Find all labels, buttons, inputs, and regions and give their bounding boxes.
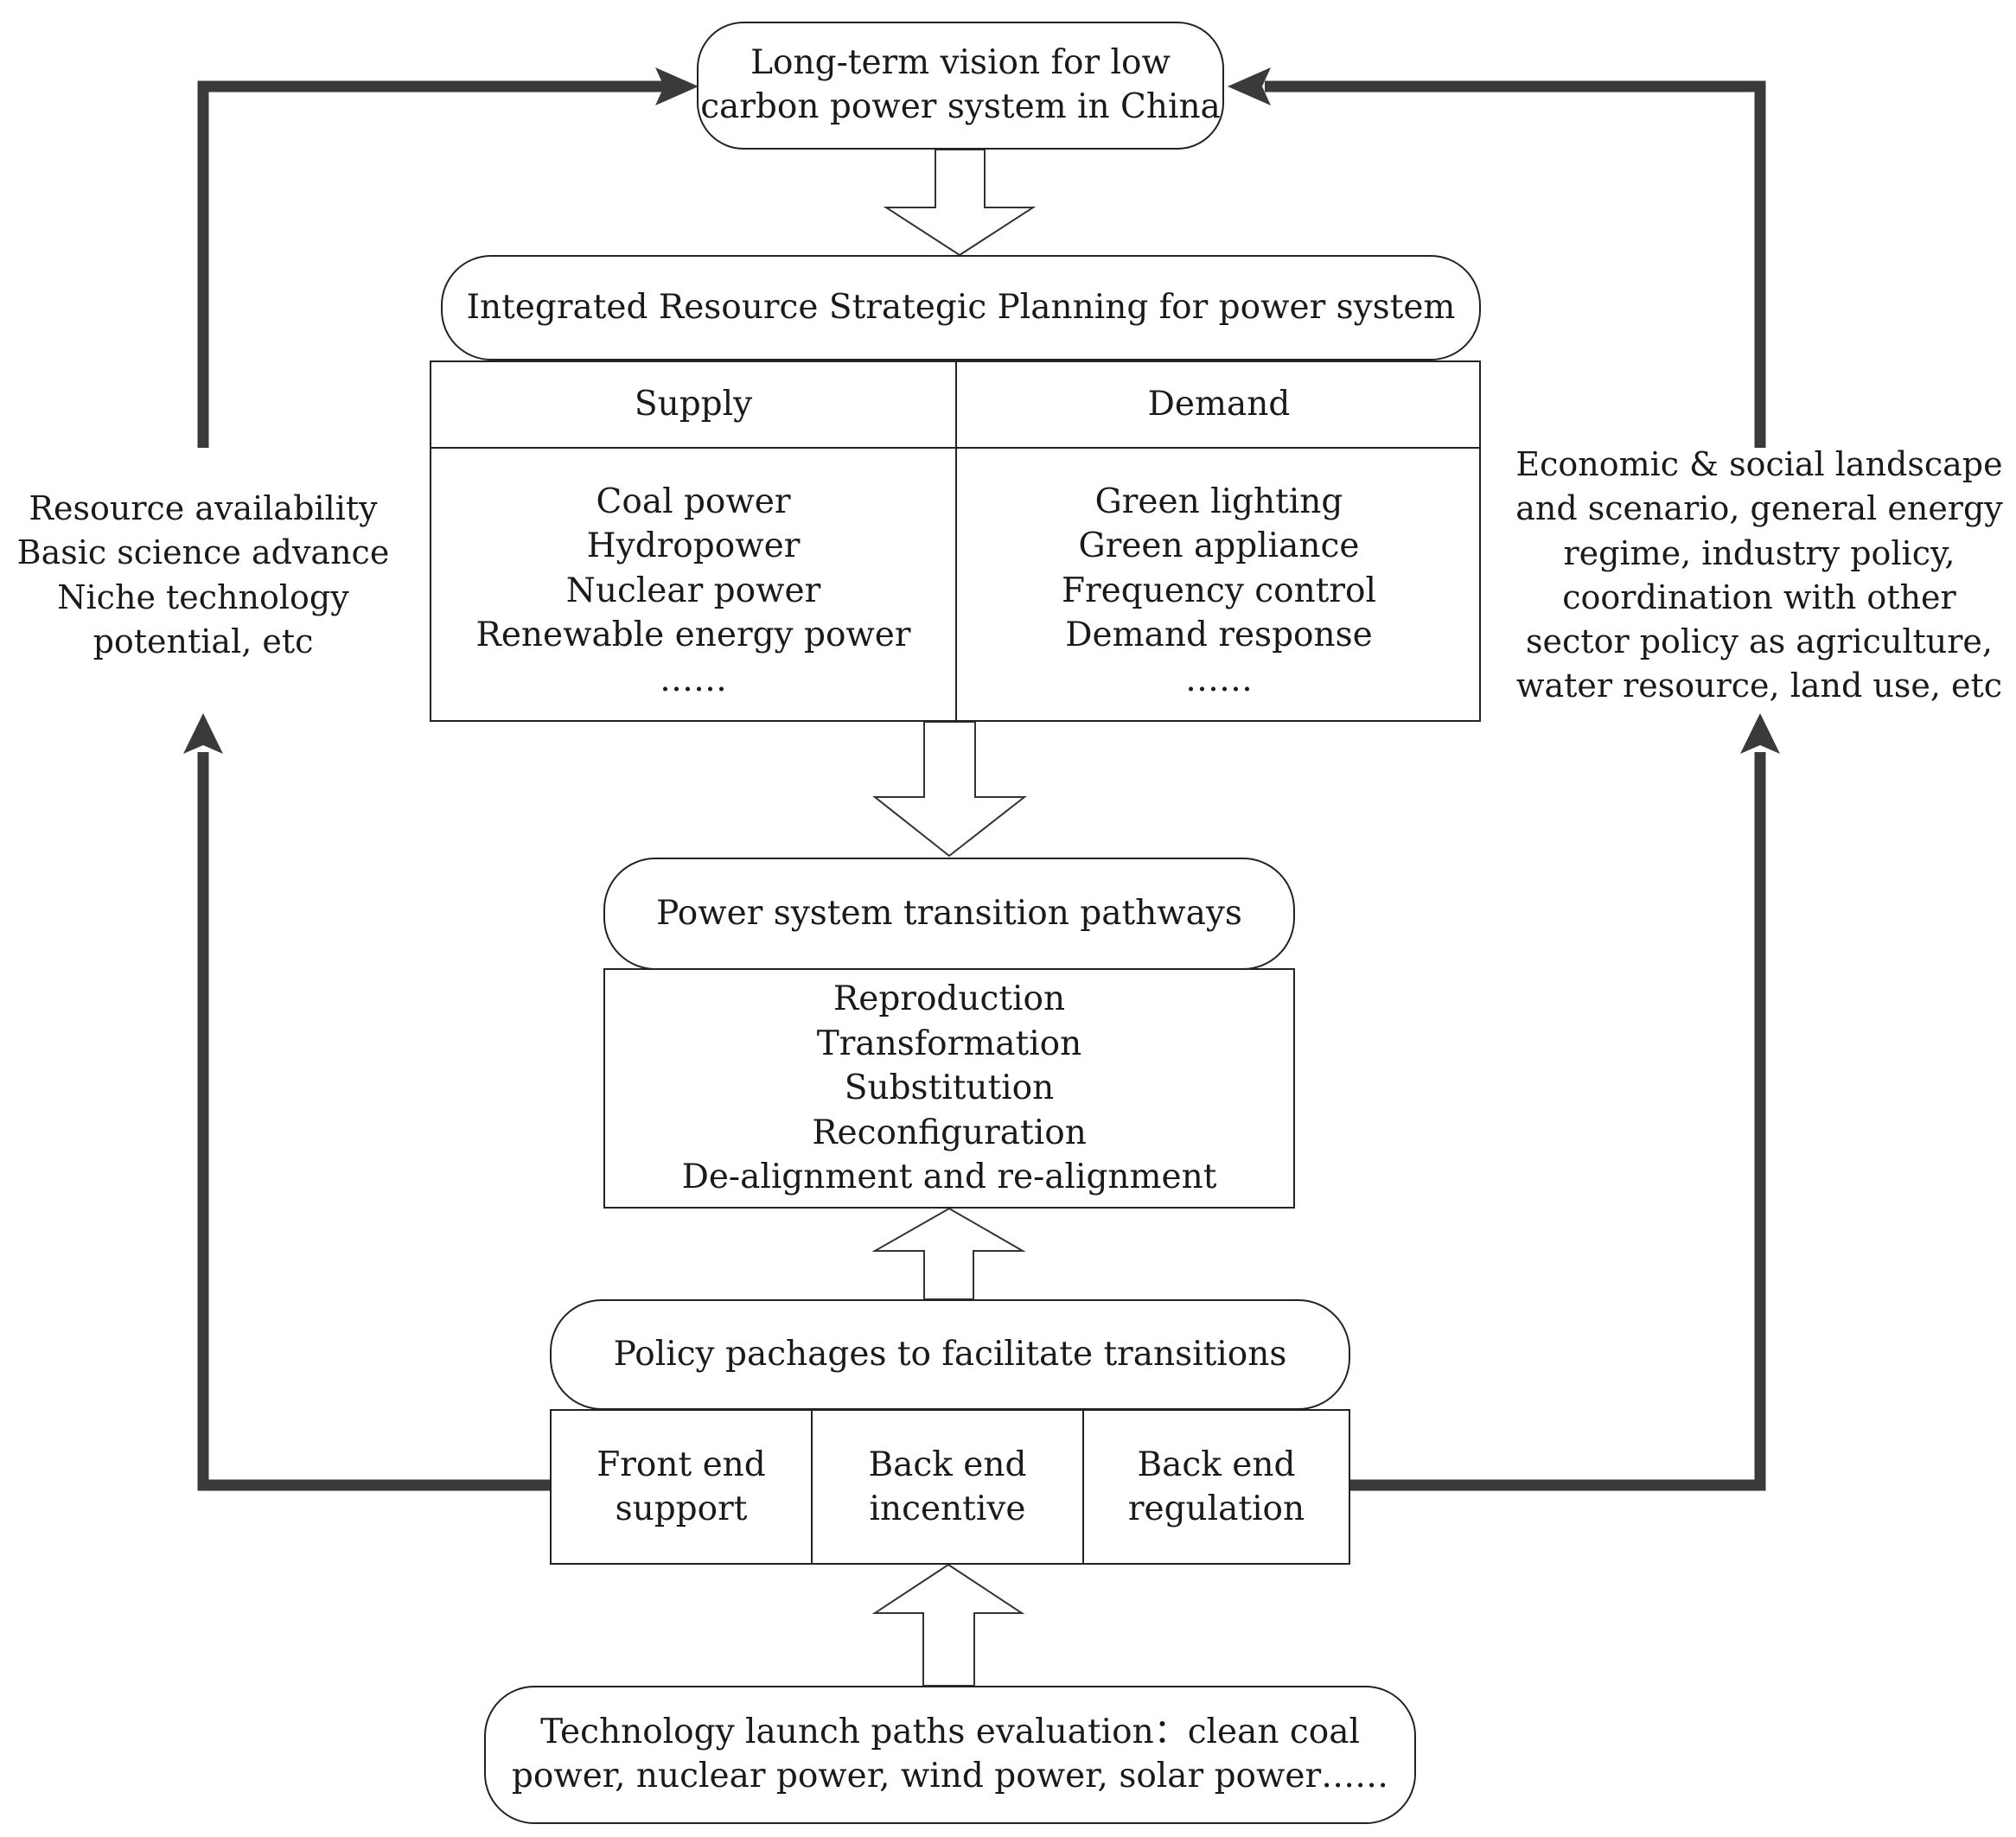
demand-header: Demand: [957, 362, 1481, 447]
pathway-item: Reproduction: [833, 979, 1066, 1019]
demand-item: ……: [1185, 660, 1253, 699]
left-factor-line: potential, etc: [93, 622, 314, 660]
supply-item: Coal power: [596, 482, 791, 521]
demand-item: Green appliance: [1078, 526, 1360, 566]
policy-cell-line: Back end: [868, 1445, 1027, 1484]
supply-item: Nuclear power: [565, 571, 821, 610]
irsp-title-node: Integrated Resource Strategic Planning f…: [441, 255, 1481, 360]
policy-cell-line: regulation: [1127, 1489, 1305, 1528]
policy-cell-line: support: [615, 1489, 748, 1528]
left-factor-line: Resource availability: [29, 489, 378, 527]
right-factor-line: water resource, land use, etc: [1515, 667, 2003, 705]
arrow-vision-to-irsp: [883, 149, 1037, 257]
supply-header: Supply: [431, 362, 955, 447]
policy-cell-line: Front end: [597, 1445, 766, 1484]
demand-item: Green lighting: [1094, 482, 1343, 521]
supply-item: ……: [660, 660, 727, 699]
left-loop-lower-arrowhead: [183, 713, 223, 754]
right-loop-lower-line: [1349, 752, 1766, 1491]
vision-node: Long-term vision for low carbon power sy…: [697, 22, 1224, 150]
policy-divider-2: [1082, 1411, 1084, 1563]
right-factor-line: and scenario, general energy: [1515, 489, 2003, 528]
right-factor-line: Economic & social landscape: [1515, 445, 2003, 483]
right-loop-lower-arrowhead: [1740, 713, 1780, 754]
supply-item: Hydropower: [586, 526, 801, 566]
supply-header-label: Supply: [634, 385, 753, 424]
technology-node: Technology launch paths evaluation：clean…: [484, 1686, 1416, 1824]
policy-title-node: Policy pachages to facilitate transition…: [550, 1299, 1350, 1410]
technology-line-1: Technology launch paths evaluation：clean…: [540, 1713, 1360, 1752]
left-loop-upper-arrowhead: [655, 67, 699, 105]
policy-cell-line: incentive: [869, 1489, 1026, 1528]
right-factor-line: sector policy as agriculture,: [1526, 622, 1993, 661]
left-loop-upper-line: [197, 80, 666, 448]
demand-item: Frequency control: [1061, 571, 1377, 610]
irsp-title: Integrated Resource Strategic Planning f…: [466, 287, 1456, 327]
arrow-technology-to-policy: [871, 1563, 1025, 1687]
policy-cell-line: Back end: [1137, 1445, 1296, 1484]
right-factors: Economic & social landscape and scenario…: [1504, 443, 2014, 709]
pathway-item: Transformation: [816, 1024, 1082, 1063]
arrow-policy-to-pathways: [871, 1207, 1026, 1300]
left-factor-line: Niche technology: [57, 577, 349, 616]
pathways-title-node: Power system transition pathways: [603, 858, 1295, 970]
right-factor-line: coordination with other: [1562, 577, 1956, 616]
right-loop-upper-line: [1265, 80, 1766, 448]
pathway-item: Reconfiguration: [812, 1113, 1087, 1152]
irsp-table: Supply Demand Coal power Hydropower Nucl…: [430, 360, 1481, 722]
pathway-item: De-alignment and re-alignment: [681, 1158, 1217, 1197]
pathway-item: Substitution: [844, 1068, 1055, 1108]
policy-back-end-incentive: Back end incentive: [813, 1411, 1082, 1563]
arrow-irsp-to-pathways: [872, 721, 1027, 858]
supply-list: Coal power Hydropower Nuclear power Rene…: [431, 449, 955, 706]
policy-front-end-support: Front end support: [552, 1411, 811, 1563]
right-factor-line: regime, industry policy,: [1563, 533, 1955, 572]
irsp-table-divider-horizontal: [431, 447, 1479, 449]
left-factor-line: Basic science advance: [16, 533, 390, 572]
policy-back-end-regulation: Back end regulation: [1084, 1411, 1349, 1563]
policy-title: Policy pachages to facilitate transition…: [613, 1334, 1287, 1374]
supply-item: Renewable energy power: [475, 616, 911, 655]
pathways-box: Reproduction Transformation Substitution…: [603, 968, 1295, 1209]
policy-divider-1: [811, 1411, 813, 1563]
right-loop-upper-arrowhead: [1228, 67, 1271, 105]
policy-table: Front end support Back end incentive Bac…: [550, 1409, 1350, 1565]
vision-line-1: Long-term vision for low: [750, 43, 1171, 83]
demand-list: Green lighting Green appliance Frequency…: [957, 449, 1481, 706]
vision-line-2: carbon power system in China: [700, 87, 1221, 126]
left-factors: Resource availability Basic science adva…: [0, 487, 406, 664]
technology-line-2: power, nuclear power, wind power, solar …: [511, 1757, 1389, 1796]
pathways-list: Reproduction Transformation Substitution…: [605, 970, 1293, 1207]
pathways-title: Power system transition pathways: [656, 893, 1242, 933]
demand-header-label: Demand: [1147, 385, 1291, 424]
irsp-table-divider-vertical: [955, 362, 957, 720]
demand-item: Demand response: [1065, 616, 1373, 655]
left-loop-lower-line: [197, 752, 553, 1491]
